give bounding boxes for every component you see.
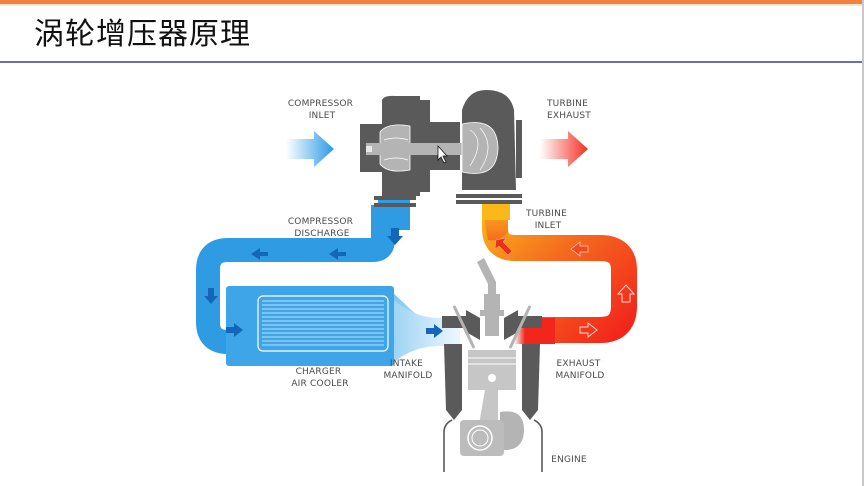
slide-edge — [862, 0, 864, 486]
cold-flow-arrows — [204, 228, 443, 338]
arrow-up-icon — [616, 284, 636, 303]
charger-air-cooler — [226, 286, 460, 366]
arrow-left-icon — [329, 248, 346, 260]
mouse-cursor-icon — [437, 144, 448, 164]
slide-accent-bar — [0, 0, 864, 4]
arrow-right-icon — [226, 323, 243, 337]
turbocharger — [360, 90, 522, 207]
label-turbine-inlet: TURBINE INLET — [525, 209, 570, 231]
slide-title: 涡轮增压器原理 — [34, 17, 251, 52]
arrow-right-icon — [579, 321, 598, 339]
arrow-down-icon — [204, 288, 218, 304]
label-compressor-inlet: COMPRESSOR INLET — [288, 99, 356, 121]
label-turbine-exhaust: TURBINE EXHAUST — [546, 99, 591, 121]
engine — [442, 258, 543, 472]
arrow-up-left-icon — [494, 237, 513, 256]
label-compressor-discharge: COMPRESSOR DISCHARGE — [288, 217, 356, 239]
label-charger-air-cooler: CHARGER AIR COOLER — [291, 367, 348, 389]
compressor-inlet-arrow-icon — [286, 131, 334, 167]
slide-accent-bar-shadow — [0, 4, 864, 6]
arrow-left-icon — [251, 248, 268, 260]
label-exhaust-manifold: EXHAUST MANIFOLD — [555, 359, 604, 381]
arrow-right-icon — [426, 324, 443, 338]
label-intake-manifold: INTAKE MANIFOLD — [383, 359, 432, 381]
title-divider — [0, 61, 862, 63]
arrow-down-icon — [387, 228, 403, 245]
hot-flow-arrows — [494, 237, 636, 339]
turbine-exhaust-arrow-icon — [540, 131, 588, 167]
label-engine: ENGINE — [551, 455, 587, 465]
arrow-left-icon — [570, 241, 589, 257]
